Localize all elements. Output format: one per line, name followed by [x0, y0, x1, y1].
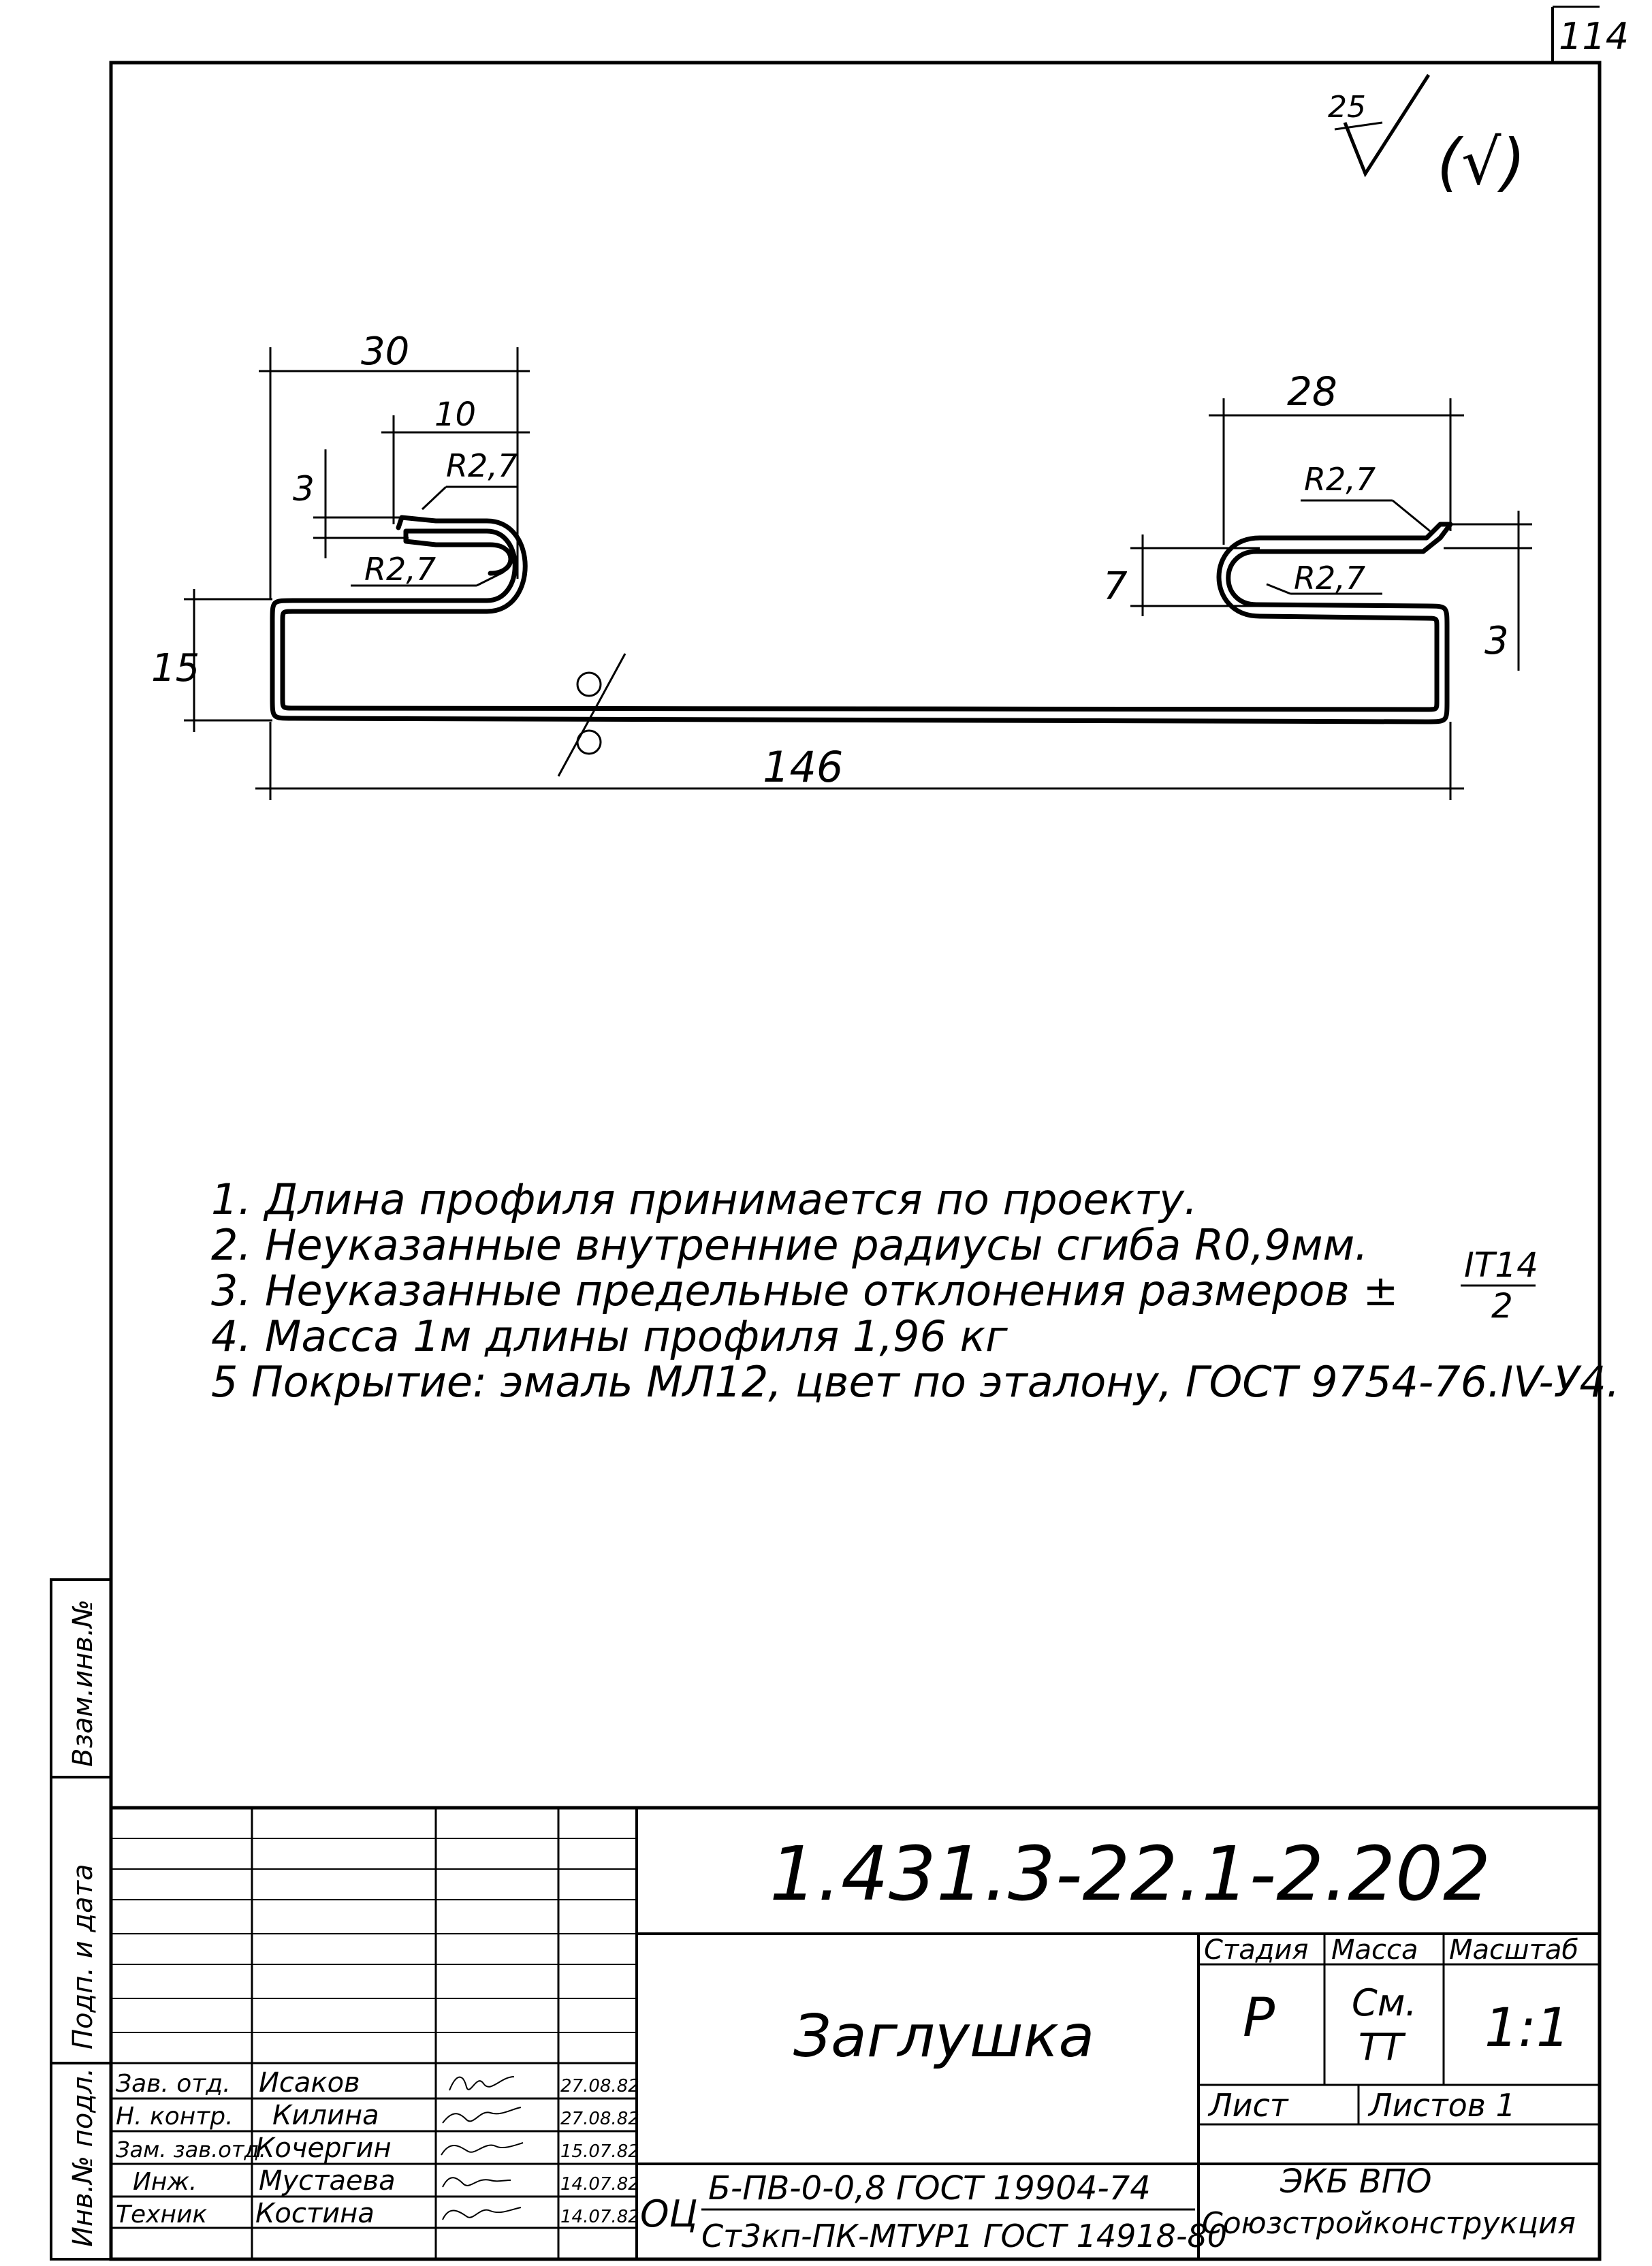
sheet-number: 114 [1559, 15, 1629, 58]
note-2: 2. Неуказанные внутренние радиусы сгиба … [211, 1220, 1368, 1270]
sig-name: Исаков [259, 2067, 360, 2099]
header-mass: Масса [1331, 1934, 1418, 1966]
note-1: 1. Длина профиля принимается по проекту. [211, 1175, 1197, 1224]
note-4: 4. Масса 1м длины профиля 1,96 кг [211, 1311, 1008, 1361]
signature-mark [442, 2107, 522, 2124]
sig-name: Килина [272, 2100, 379, 2131]
signature-mark [449, 2076, 515, 2091]
sig-role: Зам. зав.отд. [116, 2137, 266, 2163]
side-stamp-sign-date: Подп. и дата [67, 1864, 99, 2049]
note-3: 3. Неуказанные предельные отклонения раз… [211, 1266, 1398, 1315]
material-top: Б-ПВ-0-0,8 ГОСТ 19904-74 [708, 2169, 1151, 2207]
notes-block: 1. Длина профиля принимается по проекту.… [211, 1175, 1620, 1407]
sig-name: Кочергин [255, 2133, 392, 2164]
side-stamp: Инв.№ подл. Подп. и дата Взам.инв.№ [50, 1578, 112, 2261]
sig-date: 27.08.82 [560, 2109, 639, 2129]
signature-row: Зам. зав.отд. Кочергин 15.07.82 [116, 2133, 639, 2164]
value-mass-1: См. [1352, 1981, 1417, 2024]
value-mass-2: ТТ [1359, 2026, 1406, 2069]
sheet-number-box: 114 [1551, 5, 1629, 63]
dim-7: 7 [1103, 564, 1128, 609]
sig-role: Техник [116, 2201, 207, 2229]
roughness-value: 25 [1328, 90, 1366, 125]
dim-30: 30 [361, 330, 409, 374]
material-bottom: Ст3кп-ПК-МТУР1 ГОСТ 14918-80 [701, 2218, 1227, 2254]
part-name: Заглушка [793, 2002, 1094, 2071]
profile-outline [270, 515, 1453, 724]
tolerance-numerator: IT14 [1464, 1245, 1538, 1285]
org-line-2: Союзстройконструкция [1202, 2206, 1576, 2241]
title-block: 1.431.3-22.1-2.202 Заглушка Стадия Масса… [109, 1806, 1602, 2261]
dimension-lines [184, 347, 1532, 800]
dim-15: 15 [151, 646, 200, 690]
header-stage: Стадия [1204, 1934, 1308, 1966]
signature-row: Зав. отд. Исаков 27.08.82 [116, 2067, 639, 2099]
dim-r-bot-left: R2,7 [364, 551, 436, 588]
sig-name: Мустаева [259, 2165, 396, 2197]
sheet-frame [109, 61, 1602, 2261]
dim-3-right: 3 [1484, 619, 1509, 663]
roughness-alt: (√) [1437, 126, 1525, 199]
sig-role: Инж. [133, 2168, 197, 2196]
signature-row: Техник Костина 14.07.82 [116, 2198, 639, 2229]
dim-146: 146 [763, 742, 843, 792]
signature-mark [442, 2177, 511, 2188]
drawing-designation: 1.431.3-22.1-2.202 [769, 1830, 1491, 1917]
sig-name: Костина [255, 2198, 375, 2229]
material-prefix: ОЦ [640, 2192, 697, 2235]
signature-row: Н. контр. Килина 27.08.82 [116, 2100, 639, 2131]
dim-r-top-left: R2,7 [446, 447, 518, 484]
dim-r-inner-right: R2,7 [1294, 560, 1365, 596]
value-scale: 1:1 [1484, 1998, 1570, 2059]
note-5: 5 Покрытие: эмаль МЛ12, цвет по эталону,… [211, 1357, 1620, 1407]
roughness-symbol: 25 (√) [1328, 74, 1525, 199]
side-stamp-inv-orig: Инв.№ подл. [67, 2068, 99, 2247]
tolerance-denominator: 2 [1491, 1286, 1513, 1326]
dim-28: 28 [1287, 368, 1337, 415]
sig-date: 14.07.82 [560, 2174, 639, 2195]
side-stamp-inv-repl: Взам.инв.№ [67, 1599, 99, 1767]
dimension-labels: 30 10 3 R2,7 R2,7 15 146 28 R2,7 R2,7 7 … [151, 330, 1509, 792]
sig-date: 14.07.82 [560, 2207, 639, 2227]
org-line-1: ЭКБ ВПО [1280, 2163, 1432, 2201]
sheet-label: Лист [1207, 2087, 1289, 2124]
sig-date: 15.07.82 [560, 2141, 639, 2162]
dim-r-top-right: R2,7 [1304, 461, 1376, 498]
signature-row: Инж. Мустаева 14.07.82 [133, 2165, 639, 2197]
sig-role: Зав. отд. [116, 2070, 231, 2098]
sig-date: 27.08.82 [560, 2076, 639, 2096]
signature-mark [442, 2207, 522, 2220]
sheets-label: Листов 1 [1367, 2087, 1516, 2124]
header-scale: Масштаб [1449, 1934, 1578, 1966]
signature-mark [441, 2142, 524, 2156]
dim-10: 10 [434, 396, 476, 434]
dim-3-left: 3 [293, 469, 315, 509]
sig-role: Н. контр. [116, 2103, 234, 2131]
value-stage: Р [1243, 1988, 1275, 2049]
